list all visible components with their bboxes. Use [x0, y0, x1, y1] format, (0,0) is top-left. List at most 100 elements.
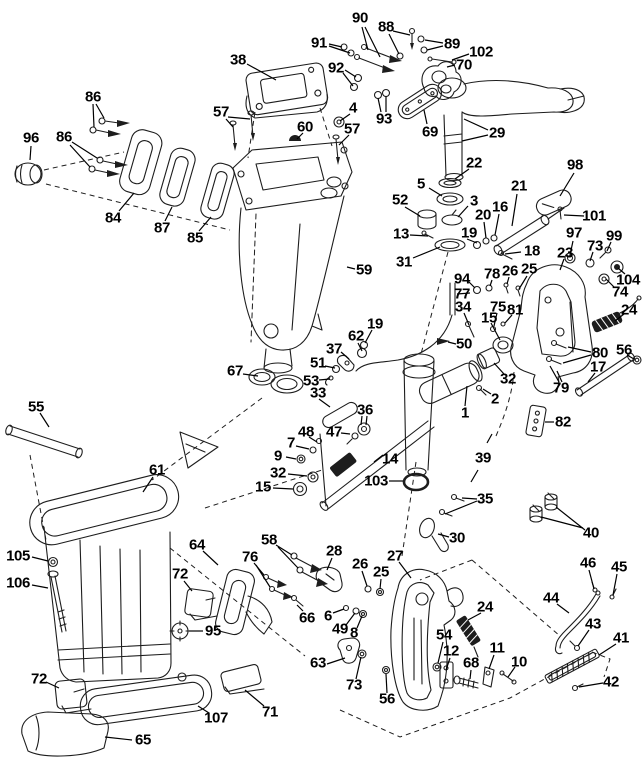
leader-line: [119, 193, 134, 211]
leader-line: [445, 501, 477, 514]
leader-line: [505, 252, 521, 254]
leader-line: [399, 562, 411, 578]
fitting-cluster-37: [326, 342, 368, 386]
nut-56-lower: [383, 667, 390, 674]
leader-line: [340, 114, 350, 121]
part-label-87: 87: [154, 219, 170, 237]
part-label-18: 18: [524, 242, 540, 260]
reverse-lock-spring-24: [456, 615, 481, 657]
leader-line: [448, 342, 456, 344]
part-label-77: 77: [454, 285, 470, 303]
leader-line: [462, 135, 488, 141]
part-label-68: 68: [463, 654, 479, 672]
part-label-36: 36: [357, 401, 373, 419]
leader-line: [329, 44, 342, 47]
leader-line: [341, 433, 350, 434]
leader-line: [319, 399, 330, 407]
part-label-14: 14: [382, 450, 398, 468]
part-label-86: 86: [56, 128, 72, 146]
leader-line: [606, 279, 614, 287]
leader-line: [362, 571, 367, 586]
part-label-5: 5: [417, 175, 425, 193]
leader-line: [413, 247, 440, 258]
leader-line: [556, 507, 585, 530]
leader-line: [490, 280, 492, 286]
leader-line: [347, 267, 355, 269]
leader-line: [329, 46, 350, 53]
muffler-block-71: [220, 664, 264, 694]
steering-fasteners: [341, 29, 456, 99]
leader-line: [327, 658, 345, 664]
grommet-60: [289, 135, 301, 141]
leader-line: [494, 363, 504, 374]
leader-line: [32, 585, 48, 588]
leader-line: [296, 446, 309, 449]
screw-66: [292, 596, 304, 607]
leader-line: [297, 605, 303, 611]
part-label-12: 12: [443, 642, 459, 660]
leader-line: [464, 313, 469, 325]
part-label-72: 72: [172, 565, 188, 583]
part-label-56: 56: [616, 341, 632, 359]
part-label-61: 61: [149, 461, 165, 479]
leader-line: [469, 282, 475, 288]
part-label-20: 20: [475, 206, 491, 224]
leader-line: [519, 276, 527, 289]
part-label-62: 62: [348, 327, 364, 345]
part-label-66: 66: [299, 609, 315, 627]
part-label-33: 33: [310, 384, 326, 402]
part-label-64: 64: [189, 536, 205, 554]
part-label-69: 69: [422, 123, 438, 141]
part-label-24: 24: [621, 301, 637, 319]
part-label-44: 44: [543, 589, 559, 607]
leader-line: [341, 352, 349, 359]
hose-clamp-36: [347, 423, 370, 444]
washer-95: [170, 621, 190, 641]
part-label-71: 71: [262, 703, 278, 721]
leader-line: [599, 644, 616, 655]
part-label-86: 86: [85, 88, 101, 106]
leader-line: [184, 581, 192, 591]
part-label-7: 7: [287, 434, 295, 452]
part-label-58: 58: [261, 531, 277, 549]
swivel-bushings: [437, 322, 513, 371]
relief-fitting-63: [338, 638, 366, 663]
leader-line: [578, 630, 589, 646]
part-label-9: 9: [274, 447, 282, 465]
leader-line: [607, 242, 611, 251]
leader-line: [588, 373, 595, 382]
leader-line: [470, 670, 471, 679]
leader-line: [405, 207, 420, 216]
leader-line: [579, 683, 603, 687]
leader-line: [452, 54, 469, 60]
leader-line: [356, 657, 361, 679]
leader-line: [30, 146, 31, 160]
hook-28: [316, 567, 342, 591]
leader-line: [276, 545, 292, 555]
leader-line: [627, 355, 634, 359]
leader-line: [319, 379, 330, 380]
part-label-42: 42: [603, 673, 619, 691]
leader-line: [484, 222, 486, 238]
part-label-97: 97: [566, 224, 582, 242]
leader-line: [327, 558, 332, 570]
part-label-23: 23: [557, 244, 573, 262]
leader-line: [570, 241, 573, 255]
leader-line: [467, 239, 477, 243]
leader-line: [427, 46, 443, 50]
leader-line: [143, 477, 153, 492]
part-label-40: 40: [583, 524, 599, 542]
part-label-17: 17: [590, 358, 606, 376]
alignment-dash-lines: [44, 152, 230, 230]
leader-line: [425, 40, 443, 43]
part-label-80: 80: [592, 344, 608, 362]
leader-line: [286, 457, 296, 459]
leader-line: [557, 371, 562, 382]
gaskets-67: [249, 369, 303, 393]
part-label-21: 21: [511, 177, 527, 195]
leader-line: [256, 565, 270, 587]
part-label-15: 15: [255, 478, 271, 496]
part-label-8: 8: [350, 624, 358, 642]
